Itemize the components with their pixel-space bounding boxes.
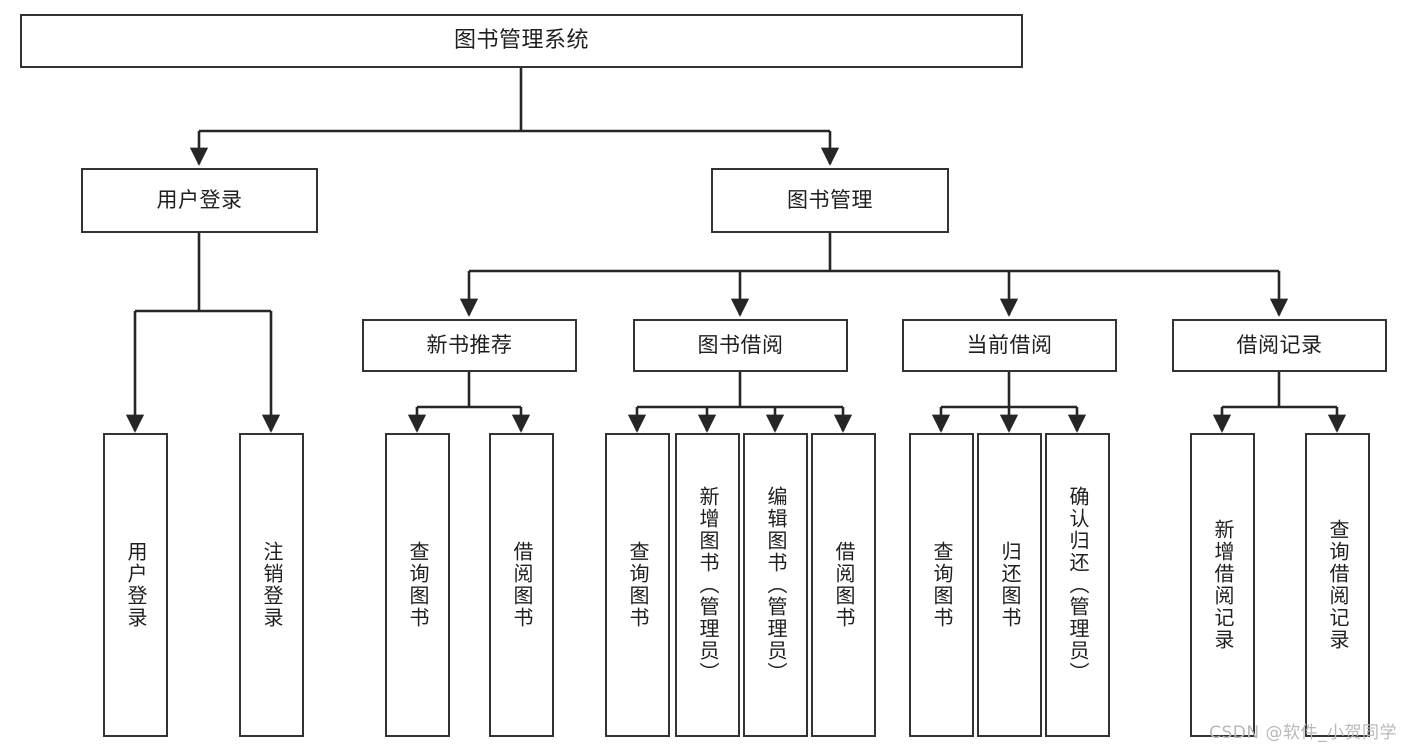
node-current-borrow[interactable]: 当前借阅	[902, 319, 1117, 372]
csdn-watermark: CSDN @软件_小贺同学	[1209, 723, 1397, 743]
node-leaf-query-book-recommend[interactable]: 查询图书	[385, 433, 450, 737]
node-leaf-borrow-book[interactable]: 借阅图书	[811, 433, 876, 737]
node-label: 借阅图书	[510, 541, 534, 629]
node-label: 图书管理	[787, 187, 873, 212]
node-root-book-management-system[interactable]: 图书管理系统	[20, 14, 1023, 68]
node-label: 新书推荐	[426, 332, 513, 357]
node-leaf-add-borrow-record[interactable]: 新增借阅记录	[1190, 433, 1255, 737]
node-label: 查询图书	[930, 541, 954, 629]
node-leaf-borrow-book-recommend[interactable]: 借阅图书	[489, 433, 554, 737]
node-label: 用户登录	[124, 541, 148, 629]
node-label: 新增借阅记录	[1211, 519, 1235, 651]
node-leaf-edit-book[interactable]: 编辑图书（管理员）	[743, 433, 808, 737]
node-label: 新增图书（管理员）	[696, 486, 720, 684]
node-borrow-record[interactable]: 借阅记录	[1172, 319, 1387, 372]
node-label: 借阅记录	[1236, 332, 1323, 357]
node-leaf-logout-login[interactable]: 注销登录	[239, 433, 304, 737]
node-label: 查询图书	[626, 541, 650, 629]
node-new-book-recommend[interactable]: 新书推荐	[362, 319, 577, 372]
node-label: 注销登录	[260, 541, 284, 629]
node-user-login[interactable]: 用户登录	[81, 168, 318, 233]
node-book-management[interactable]: 图书管理	[711, 168, 949, 233]
node-label: 当前借阅	[966, 332, 1053, 357]
node-leaf-query-book-borrow[interactable]: 查询图书	[605, 433, 670, 737]
node-label: 图书管理系统	[453, 27, 589, 53]
node-label: 确认归还（管理员）	[1066, 486, 1090, 684]
node-label: 编辑图书（管理员）	[764, 486, 788, 684]
node-leaf-query-book-current[interactable]: 查询图书	[909, 433, 974, 737]
node-leaf-confirm-return[interactable]: 确认归还（管理员）	[1045, 433, 1110, 737]
node-label: 图书借阅	[697, 332, 784, 357]
node-leaf-add-book[interactable]: 新增图书（管理员）	[675, 433, 740, 737]
node-label: 查询借阅记录	[1326, 519, 1350, 651]
node-book-borrow[interactable]: 图书借阅	[633, 319, 848, 372]
node-leaf-user-login[interactable]: 用户登录	[103, 433, 168, 737]
node-label: 查询图书	[406, 541, 430, 629]
node-label: 用户登录	[156, 187, 243, 212]
node-leaf-return-book[interactable]: 归还图书	[977, 433, 1042, 737]
node-label: 归还图书	[998, 541, 1022, 629]
node-leaf-query-borrow-record[interactable]: 查询借阅记录	[1305, 433, 1370, 737]
node-label: 借阅图书	[832, 541, 856, 629]
